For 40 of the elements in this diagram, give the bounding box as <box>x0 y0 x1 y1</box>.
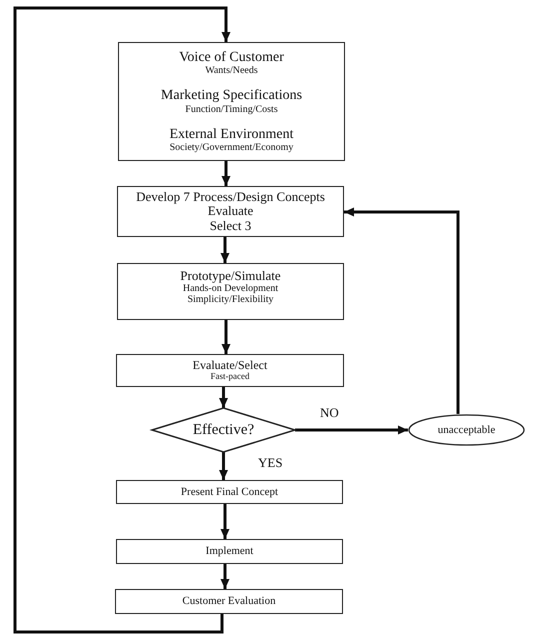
process-box <box>116 480 343 504</box>
edge-label: YES <box>256 456 285 470</box>
arrow <box>220 237 230 263</box>
process-box <box>118 42 345 161</box>
step-detail: Wants/Needs <box>205 65 258 76</box>
arrow <box>295 426 408 434</box>
arrow <box>219 387 228 408</box>
process-box <box>116 539 343 564</box>
arrow <box>219 452 228 480</box>
arrow <box>220 564 230 589</box>
step-detail: unacceptable <box>438 424 496 436</box>
arrow <box>344 208 460 414</box>
step-title: Evaluate/Select <box>192 358 268 372</box>
step-title: Select 3 <box>210 218 252 233</box>
step-detail: Society/Government/Economy <box>170 142 294 154</box>
step-title: Effective? <box>192 422 254 438</box>
decision-diamond <box>152 408 295 452</box>
terminal-ellipse <box>408 414 525 446</box>
step-detail: Hands-on Development <box>182 283 278 294</box>
step-title: Marketing Specifications <box>160 88 302 104</box>
process-box <box>115 589 343 614</box>
step-detail: Fast-paced <box>210 372 250 382</box>
process-box <box>116 354 344 387</box>
step-title: Develop 7 Process/Design Concepts <box>136 190 325 204</box>
arrow <box>222 320 230 354</box>
step-detail: Simplicity/Flexibility <box>187 294 274 306</box>
step-detail: Function/Timing/Costs <box>185 104 278 115</box>
arrow <box>222 161 230 186</box>
arrow <box>14 6 230 634</box>
process-box <box>117 186 344 237</box>
arrow <box>220 504 230 539</box>
step-title: Evaluate <box>208 204 254 219</box>
step-title: Prototype/Simulate <box>180 269 281 284</box>
step-detail: Implement <box>206 545 254 558</box>
process-box <box>117 263 344 320</box>
edge-label: NO <box>318 406 341 420</box>
step-title: Voice of Customer <box>179 50 284 66</box>
step-detail: Customer Evaluation <box>182 595 276 608</box>
step-detail: Present Final Concept <box>180 486 278 498</box>
step-title: External Environment <box>169 126 294 142</box>
